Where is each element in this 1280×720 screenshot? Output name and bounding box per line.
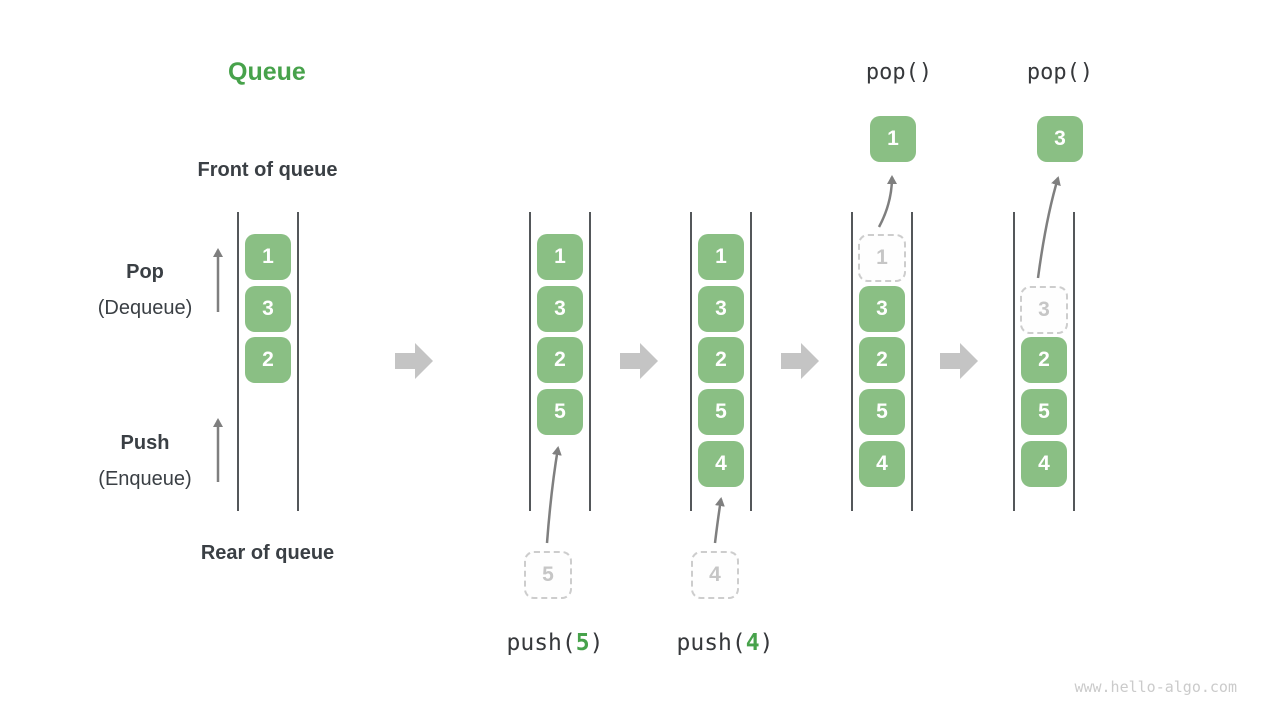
- queue-item: 2: [859, 337, 905, 383]
- push-5-call-label: push(5): [455, 630, 655, 656]
- push-call-suffix: ): [589, 630, 604, 656]
- queue-item: 4: [1021, 441, 1067, 487]
- queue-column-2: 1 3 2 5: [529, 212, 591, 511]
- push-call-suffix: ): [759, 630, 774, 656]
- queue-item: 2: [537, 337, 583, 383]
- queue-item: 5: [698, 389, 744, 435]
- queue-item: 2: [698, 337, 744, 383]
- transition-arrow-2: [620, 343, 658, 379]
- front-of-queue-label: Front of queue: [197, 159, 338, 181]
- pop-label: Pop: [126, 261, 164, 283]
- watermark: www.hello-algo.com: [1074, 678, 1237, 696]
- queue-item: 2: [245, 337, 291, 383]
- pop-call-label: pop(): [1026, 60, 1094, 85]
- diagram-title: Queue: [228, 58, 306, 86]
- popped-item: 1: [870, 116, 916, 162]
- removed-item-ghost: 1: [858, 234, 906, 282]
- push-label: Push: [120, 432, 170, 454]
- push-call-prefix: push(: [506, 630, 576, 656]
- queue-item: 2: [1021, 337, 1067, 383]
- queue-item: 3: [537, 286, 583, 332]
- transition-arrow-1: [395, 343, 433, 379]
- queue-item: 4: [859, 441, 905, 487]
- queue-column-5: 3 2 5 4: [1013, 212, 1075, 511]
- transition-arrow-4: [940, 343, 978, 379]
- queue-item: 4: [698, 441, 744, 487]
- queue-item: 1: [698, 234, 744, 280]
- incoming-item-ghost: 5: [524, 551, 572, 599]
- queue-item: 1: [245, 234, 291, 280]
- push-call-arg: 4: [745, 630, 760, 656]
- queue-item: 3: [859, 286, 905, 332]
- push-call-prefix: push(: [676, 630, 746, 656]
- queue-item: 3: [698, 286, 744, 332]
- incoming-item-ghost: 4: [691, 551, 739, 599]
- rear-of-queue-label: Rear of queue: [200, 542, 335, 564]
- pop-call-label: pop(): [865, 60, 933, 85]
- queue-item: 1: [537, 234, 583, 280]
- queue-item: 3: [245, 286, 291, 332]
- queue-item: 5: [859, 389, 905, 435]
- queue-column-4: 1 3 2 5 4: [851, 212, 913, 511]
- queue-column-1: 1 3 2: [237, 212, 299, 511]
- queue-column-3: 1 3 2 5 4: [690, 212, 752, 511]
- transition-arrow-3: [781, 343, 819, 379]
- dequeue-label: (Dequeue): [97, 297, 193, 319]
- popped-item: 3: [1037, 116, 1083, 162]
- push-call-arg: 5: [575, 630, 590, 656]
- enqueue-label: (Enqueue): [98, 468, 192, 490]
- queue-item: 5: [1021, 389, 1067, 435]
- queue-item: 5: [537, 389, 583, 435]
- removed-item-ghost: 3: [1020, 286, 1068, 334]
- push-4-call-label: push(4): [625, 630, 825, 656]
